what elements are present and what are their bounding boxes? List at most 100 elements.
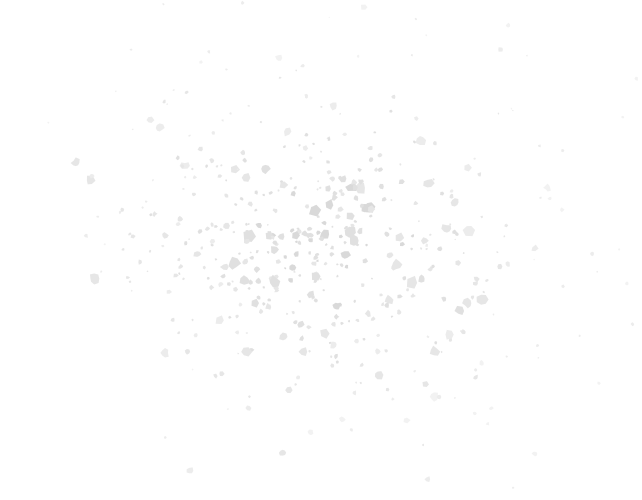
speckle bbox=[280, 180, 284, 183]
speckle bbox=[206, 276, 210, 280]
speckle bbox=[390, 315, 394, 318]
speckle bbox=[347, 319, 350, 323]
speckle bbox=[155, 123, 165, 132]
speckle bbox=[477, 172, 482, 177]
speckle bbox=[630, 322, 635, 327]
speckle bbox=[492, 313, 495, 316]
speckle bbox=[279, 181, 289, 189]
speckle bbox=[410, 234, 414, 238]
speckle bbox=[440, 191, 445, 196]
speckle bbox=[162, 3, 165, 6]
speckle bbox=[543, 183, 551, 192]
speckle bbox=[420, 237, 429, 245]
speckle bbox=[238, 302, 243, 307]
speckle bbox=[425, 247, 428, 251]
speckle bbox=[126, 276, 131, 279]
speckle bbox=[228, 256, 242, 270]
speckle bbox=[323, 232, 325, 236]
speckle bbox=[192, 175, 198, 179]
speckle bbox=[330, 322, 336, 327]
speckle bbox=[340, 251, 351, 259]
speckle bbox=[336, 302, 342, 307]
speckle bbox=[262, 193, 266, 197]
speckle bbox=[249, 255, 254, 260]
speckle bbox=[306, 226, 313, 231]
speckle bbox=[218, 282, 224, 288]
speckle bbox=[302, 145, 309, 151]
speckle bbox=[170, 317, 175, 322]
speckle bbox=[186, 467, 194, 474]
speckle bbox=[344, 264, 349, 269]
speckle bbox=[449, 223, 452, 226]
speckle bbox=[299, 335, 304, 341]
speckle bbox=[331, 225, 334, 228]
speckle bbox=[321, 220, 327, 226]
speckle bbox=[254, 190, 258, 195]
speckle bbox=[309, 156, 313, 160]
speckle bbox=[353, 299, 356, 303]
speckle bbox=[294, 383, 298, 386]
speckle bbox=[234, 330, 240, 335]
speckle bbox=[247, 201, 253, 207]
speckle bbox=[266, 251, 270, 254]
speckle bbox=[188, 134, 191, 137]
speckle bbox=[339, 112, 341, 115]
speckle bbox=[278, 76, 282, 79]
speckle bbox=[258, 308, 264, 314]
speckle bbox=[256, 295, 261, 300]
speckle bbox=[384, 302, 389, 308]
speckle bbox=[231, 280, 234, 283]
speckle bbox=[239, 196, 244, 201]
speckle bbox=[474, 368, 478, 372]
speckle bbox=[448, 338, 453, 342]
speckle bbox=[96, 215, 100, 218]
speckle bbox=[298, 144, 301, 147]
speckle bbox=[183, 175, 187, 179]
speckle bbox=[121, 248, 125, 251]
speckle bbox=[308, 350, 311, 353]
speckle bbox=[255, 277, 262, 284]
speckle bbox=[241, 347, 253, 357]
speckle bbox=[329, 176, 336, 182]
speckle bbox=[225, 179, 228, 182]
speckle bbox=[418, 274, 425, 283]
speckle bbox=[455, 260, 462, 266]
speckle bbox=[391, 94, 396, 99]
speckle bbox=[214, 258, 218, 261]
speckle bbox=[449, 193, 454, 199]
speckle bbox=[83, 233, 88, 238]
speckle bbox=[228, 315, 232, 319]
speckle bbox=[343, 227, 347, 230]
speckle bbox=[235, 314, 239, 319]
speckle bbox=[162, 99, 166, 104]
speckle bbox=[386, 252, 394, 259]
speckle bbox=[367, 205, 376, 213]
speckle bbox=[343, 241, 347, 245]
speckle bbox=[359, 203, 364, 208]
speckle bbox=[429, 345, 441, 356]
speckle bbox=[120, 207, 125, 212]
speckle bbox=[225, 68, 228, 71]
speckle bbox=[213, 373, 218, 379]
speckle bbox=[247, 222, 250, 225]
speckle bbox=[340, 192, 345, 197]
speckle bbox=[397, 294, 403, 299]
speckle bbox=[314, 253, 320, 256]
speckle bbox=[330, 245, 334, 250]
speckle bbox=[202, 265, 206, 270]
speckle bbox=[354, 182, 365, 194]
speckle bbox=[370, 316, 376, 321]
speckle bbox=[473, 374, 478, 380]
speckle bbox=[100, 270, 103, 273]
speckle bbox=[470, 295, 475, 300]
speckle bbox=[318, 186, 322, 189]
speckle bbox=[621, 115, 625, 119]
speckle bbox=[146, 270, 149, 273]
speckle bbox=[350, 223, 355, 228]
speckle bbox=[191, 167, 194, 171]
speckle bbox=[90, 273, 100, 285]
speckle bbox=[330, 341, 337, 349]
speckle bbox=[316, 259, 319, 262]
speckle bbox=[350, 234, 359, 246]
speckle bbox=[290, 190, 296, 197]
